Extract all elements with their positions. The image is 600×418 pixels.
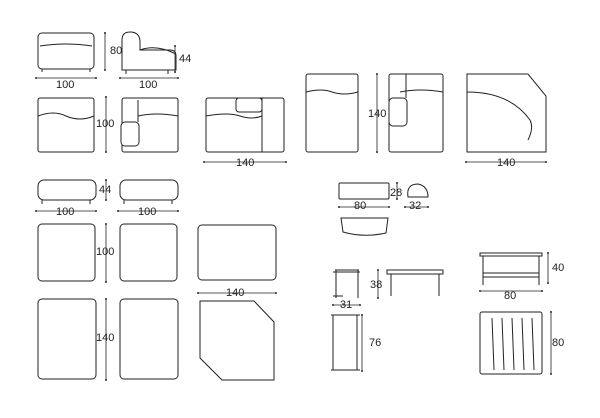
low-table-top-view [340,217,389,236]
long-ottoman-top-view [37,298,97,380]
table-width-label: 80 [354,200,367,212]
rect-depth-label: 140 [96,332,115,344]
ottoman-front-view-2 [119,179,179,204]
square-ottoman-top-view [37,223,96,282]
arm-unit-width-label: 100 [139,79,158,91]
side-table-front-view [333,269,360,298]
side-table-side-view [331,314,360,371]
side-table-width-label: 31 [340,299,353,311]
corner-width-label: 140 [497,157,516,169]
long-ottoman-top-view-2 [119,298,179,380]
table-depth-label: 32 [409,200,422,212]
deep-unit-top-view [305,73,359,153]
arm-unit-top-view [120,97,179,153]
armless-unit-top-view [37,97,95,153]
armless-sofa-front-view [37,32,95,72]
armchair-side-view [121,31,177,74]
wide-ottoman-width-label: 140 [226,287,245,299]
stool-side-view [407,183,429,198]
coffee-table-height-label: 40 [552,262,565,274]
long-table-front-view [386,269,444,296]
width-label: 100 [56,79,75,91]
coffee-table-front-view [479,252,543,285]
square-depth-label: 100 [96,246,115,258]
corner-unit-top-view [466,73,547,153]
wide-ottoman-top-view [197,224,277,281]
deep-arm-unit-top-view [388,73,444,153]
chaise-top-view [205,97,285,153]
corner-ottoman-top-view [199,300,275,381]
low-table-front-view [338,182,390,200]
height-label: 80 [110,45,123,57]
chaise-depth-label: 140 [368,108,387,120]
side-table-depth-label: 76 [369,337,382,349]
coffee-table-width-label: 80 [504,290,517,302]
chaise-width-label: 140 [236,157,255,169]
unit-depth-label: 100 [96,118,115,130]
coffee-table-top-view [479,311,543,375]
ottoman-height-label: 44 [99,184,112,196]
square-ottoman-top-view-2 [119,223,178,282]
ottoman-width-label: 100 [56,206,75,218]
side-table-height-label: 38 [370,279,383,291]
arm-height-label: 44 [179,53,192,65]
coffee-table-depth-label: 80 [552,337,565,349]
ottoman-front-view [37,179,97,204]
ottoman2-width-label: 100 [138,206,157,218]
table-height-label: 28 [390,187,403,199]
